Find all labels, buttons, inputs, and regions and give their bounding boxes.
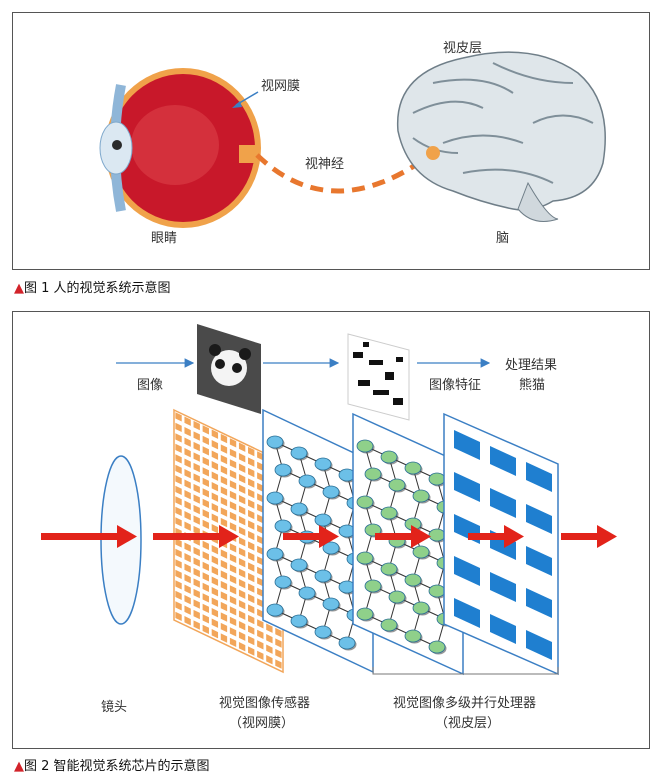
retina-pointer [232, 91, 259, 108]
figure-1-illustration [99, 51, 606, 228]
processor-bracket [372, 667, 559, 675]
label-image-feature: 图像特征 [429, 378, 482, 393]
processor-layer-1 [262, 408, 374, 674]
label-retina: 视网膜 [261, 79, 301, 94]
label-processor: 视觉图像多级并行处理器 [393, 696, 537, 711]
figure-1-caption-text: 图 1 人的视觉系统示意图 [24, 281, 171, 296]
label-processor-cortex: （视皮层） [435, 716, 501, 731]
brain-illustration [396, 51, 606, 222]
label-visual-cortex: 视皮层 [443, 41, 483, 56]
processor-layer-2 [352, 412, 464, 676]
label-eye: 眼睛 [151, 231, 178, 246]
signal-arrows [41, 525, 617, 548]
figure-2-illustration [41, 324, 617, 676]
label-result: 处理结果 [505, 358, 558, 373]
figure-2-caption: ▲图 2 智能视觉系统芯片的示意图 [14, 755, 210, 774]
figure-2-caption-text: 图 2 智能视觉系统芯片的示意图 [24, 759, 210, 774]
feature-map [347, 333, 410, 421]
label-optic-nerve: 视神经 [305, 157, 345, 172]
optic-nerve-path [255, 150, 435, 194]
label-result-panda: 熊猫 [519, 378, 546, 393]
caption-marker-icon: ▲ [14, 759, 24, 774]
label-image: 图像 [137, 378, 164, 393]
panda-photo [197, 324, 261, 414]
caption-marker-icon: ▲ [14, 281, 24, 296]
figure-1-panel: 视皮层 视网膜 视神经 眼睛 脑 [12, 12, 650, 270]
label-brain: 脑 [496, 231, 510, 246]
eye-illustration [99, 68, 261, 228]
label-lens: 镜头 [101, 700, 128, 715]
figure-2-panel: 图像 图像特征 处理结果 熊猫 镜头 视觉图像传感器 （视网膜） 视觉图像多级并… [12, 311, 650, 749]
label-sensor: 视觉图像传感器 [219, 696, 311, 711]
figure-1-caption: ▲图 1 人的视觉系统示意图 [14, 277, 171, 296]
label-sensor-retina: （视网膜） [229, 716, 295, 731]
